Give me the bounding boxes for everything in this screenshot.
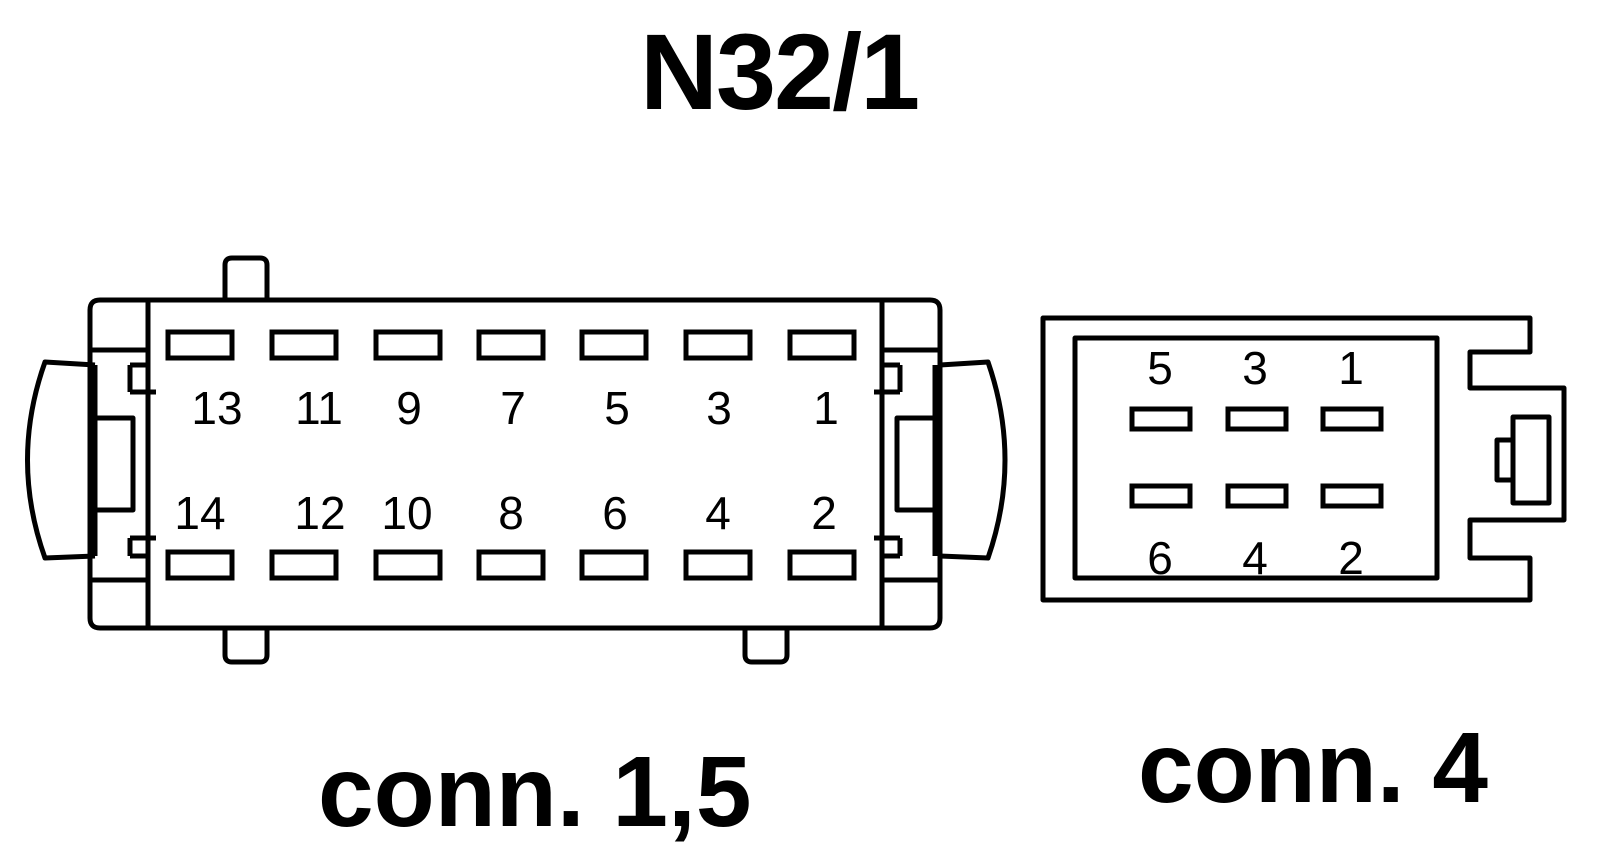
pin-number: 6 [602,487,628,539]
pin-number: 14 [174,487,226,539]
pin-number: 1 [1338,342,1364,394]
pin-slot [579,329,649,361]
pin-slot [269,549,339,581]
pin-number: 5 [1147,342,1173,394]
pin-number: 3 [706,382,732,434]
pin-number: 13 [191,382,243,434]
pin-number: 3 [1242,342,1268,394]
pin-number: 9 [396,382,422,434]
pin-number: 6 [1147,532,1173,584]
pin-slot [373,549,443,581]
pin-number: 4 [705,487,731,539]
pin-slot [476,549,546,581]
pin-slot [1320,406,1384,432]
pin-slot [1225,406,1289,432]
pin-number: 5 [604,382,630,434]
pin-slot [1129,406,1193,432]
pin-slot [1225,483,1289,509]
pin-slot [165,329,235,361]
pin-slot [787,329,857,361]
connector-left-label: conn. 1,5 [318,736,752,848]
pin-slot [165,549,235,581]
pin-number: 8 [498,487,524,539]
connector-right-label: conn. 4 [1138,712,1489,824]
pin-slot [476,329,546,361]
pin-slot [683,549,753,581]
pin-slot [579,549,649,581]
pin-number: 1 [813,382,839,434]
pin-slot [683,329,753,361]
diagram-title: N32/1 [640,11,920,132]
pin-number: 4 [1242,532,1268,584]
pin-slot [787,549,857,581]
pin-slot [269,329,339,361]
pin-number: 2 [811,487,837,539]
pin-slot [1320,483,1384,509]
pin-slot [373,329,443,361]
pin-number: 2 [1338,532,1364,584]
pin-number: 11 [295,382,343,434]
pin-slot [1129,483,1193,509]
connector-right-shell [1040,315,1567,603]
pin-number: 12 [294,487,346,539]
connector-left-shell [25,255,1008,665]
pin-number: 10 [381,487,433,539]
pin-number: 7 [500,382,526,434]
